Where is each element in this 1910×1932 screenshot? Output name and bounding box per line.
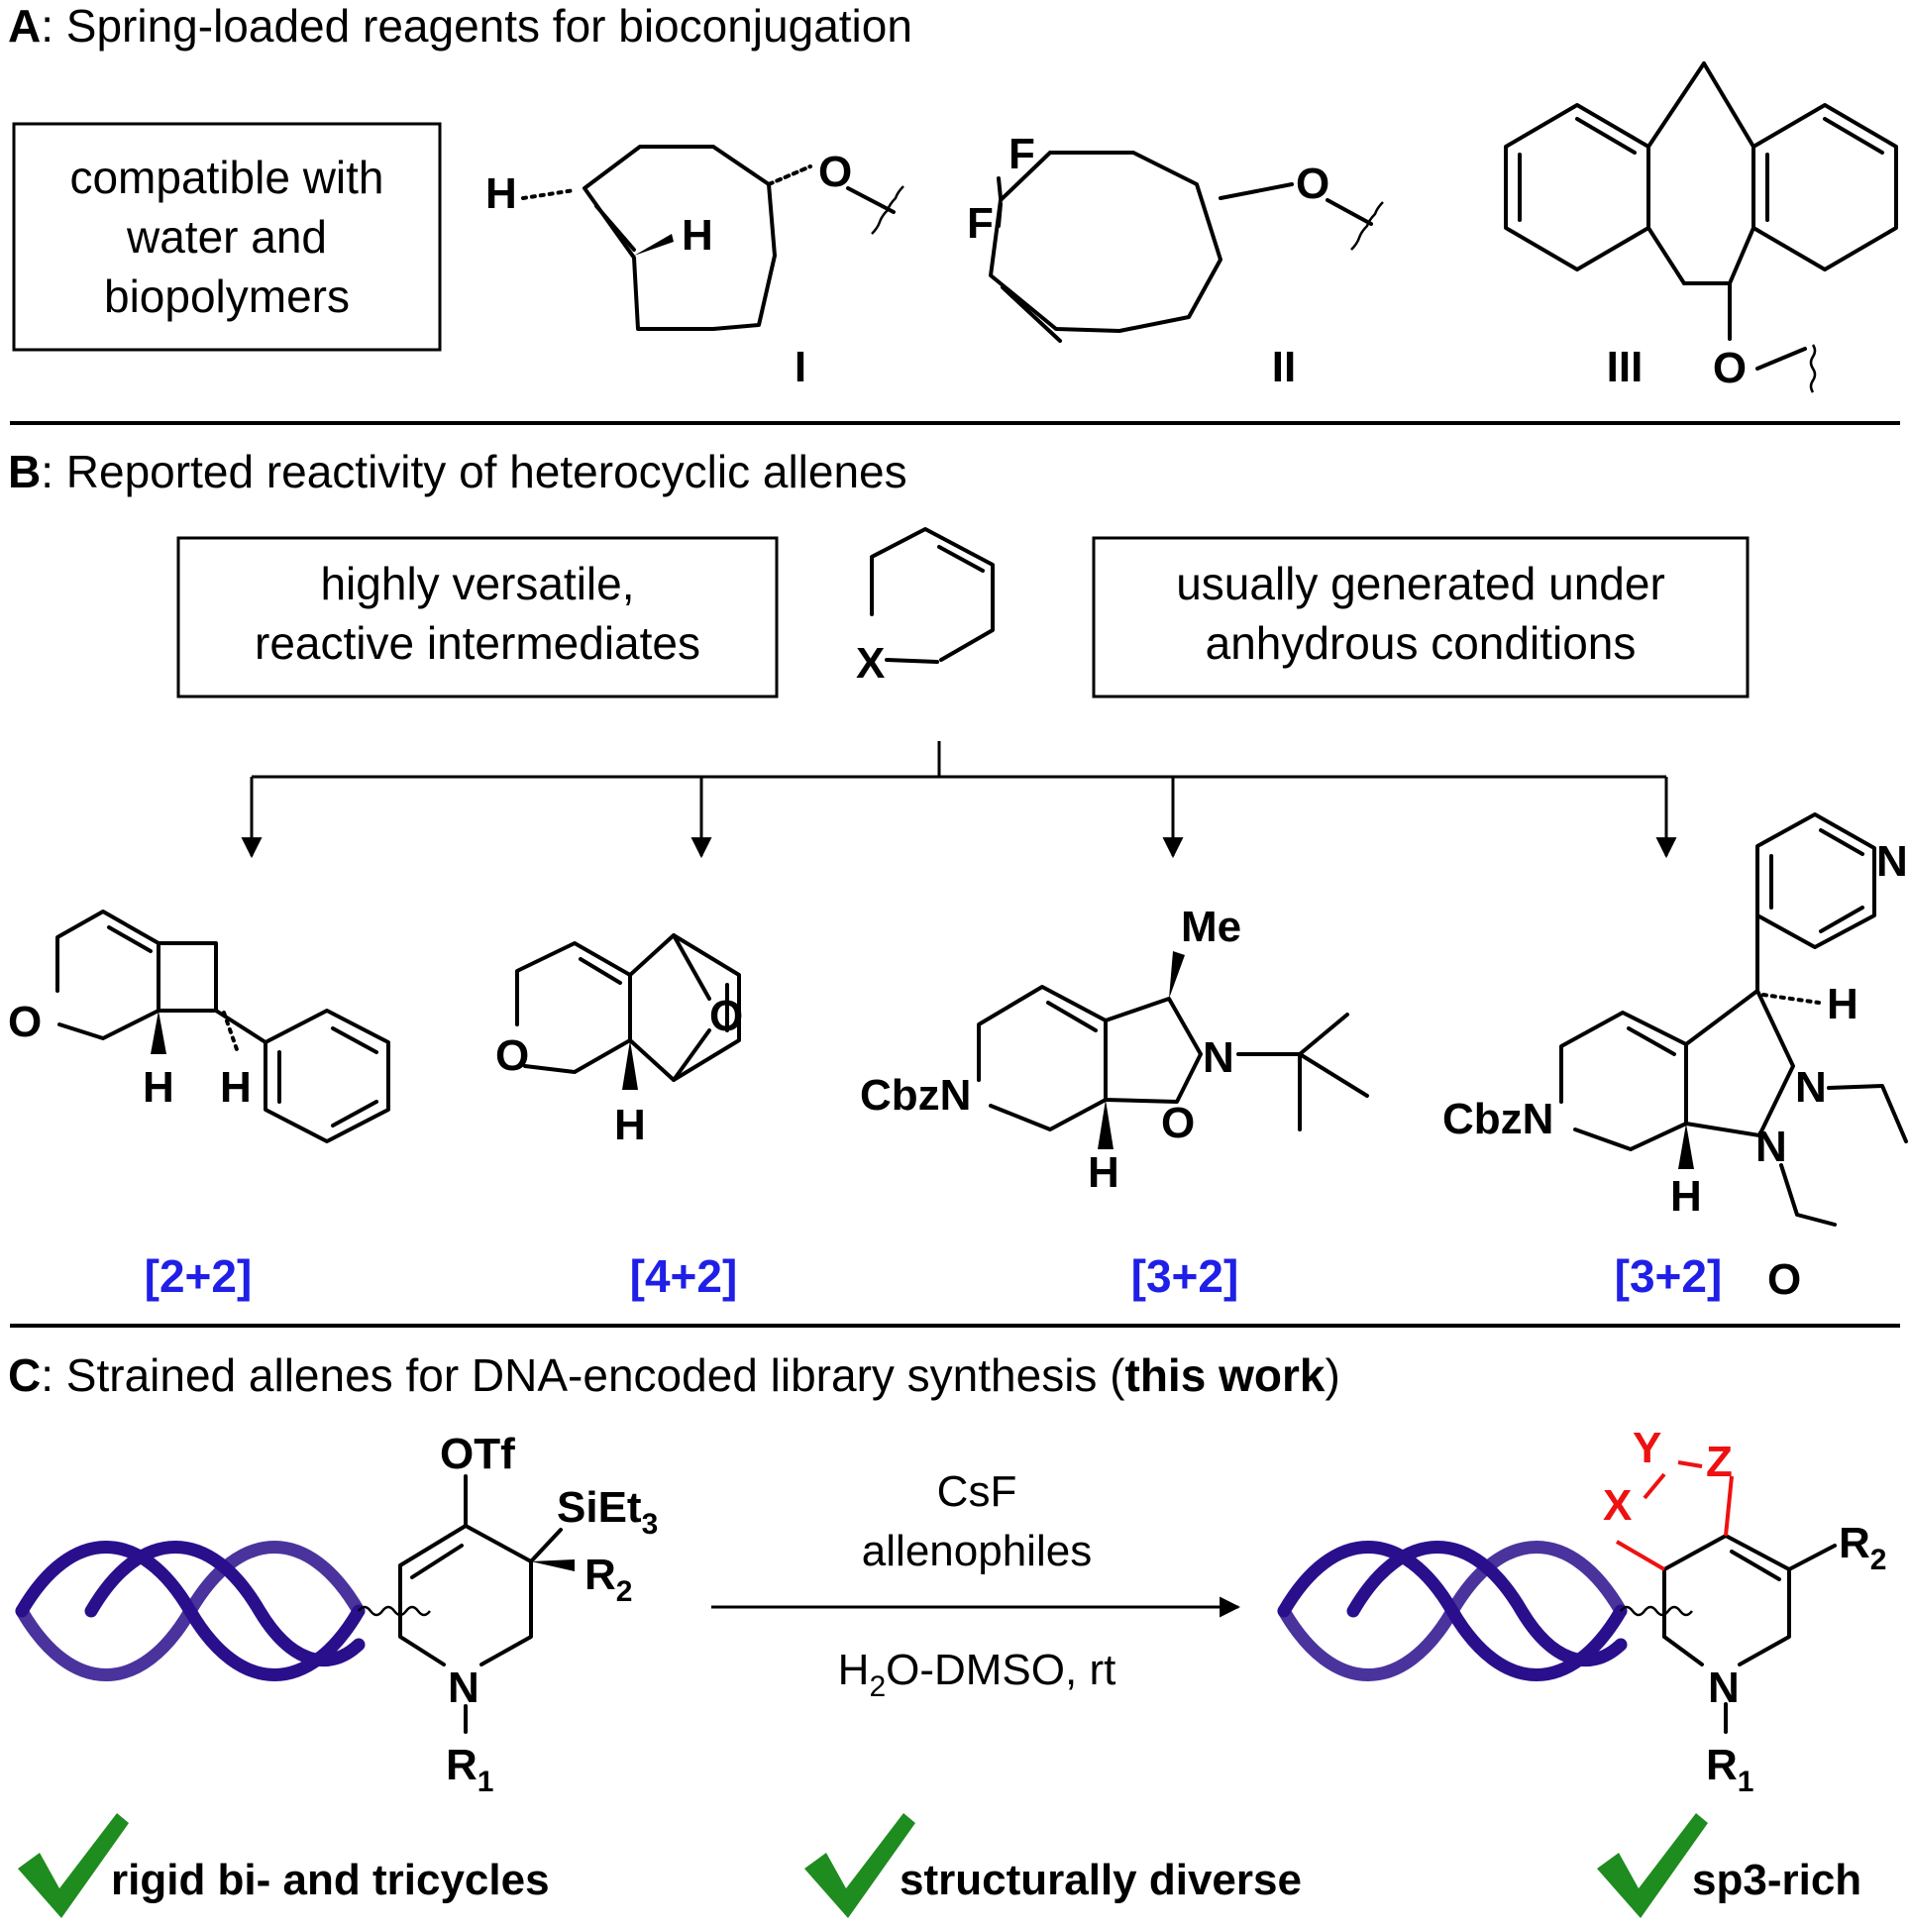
atom-h: H — [682, 211, 713, 260]
panel-a-title: A: Spring-loaded reagents for bioconjuga… — [8, 0, 912, 52]
starting-material-structure: OTf SiEt3 R2 N R1 — [358, 1430, 658, 1798]
checkmark-icon — [804, 1813, 915, 1918]
feature-diverse: structurally diverse — [900, 1856, 1302, 1904]
atom-h: H — [614, 1101, 646, 1149]
compound-i-structure: H H O I — [485, 145, 904, 391]
atom-n: N — [1876, 837, 1908, 886]
atom-n: N — [1795, 1063, 1827, 1112]
feature-rigid: rigid bi- and tricycles — [111, 1856, 550, 1904]
checkmark-icon — [18, 1813, 129, 1918]
compound-label-i: I — [795, 343, 806, 391]
cycloaddition-label: [3+2] — [1615, 1250, 1723, 1302]
reagent-csf: CsF — [937, 1467, 1017, 1516]
atom-n: N — [1203, 1033, 1234, 1082]
product-structure: X Y Z R2 N R1 — [1603, 1424, 1886, 1798]
atom-h: H — [1670, 1172, 1702, 1221]
atom-h: H — [1827, 980, 1858, 1028]
right-box-line-2: anhydrous conditions — [1206, 617, 1637, 669]
r1-label: R1 — [446, 1741, 493, 1798]
siet3-label: SiEt3 — [557, 1483, 658, 1541]
methyl-label: Me — [1181, 903, 1241, 951]
product-3-2a-structure: Me N O CbzN H [3+2] — [860, 903, 1369, 1302]
atom-f: F — [1008, 130, 1035, 178]
box-line-1: compatible with — [69, 152, 383, 203]
atom-h: H — [485, 169, 517, 218]
box-line-2: water and — [126, 211, 327, 263]
feature-list: rigid bi- and tricycles structurally div… — [18, 1813, 1861, 1918]
dna-helix-icon — [15, 1541, 366, 1681]
cycloaddition-label: [4+2] — [630, 1250, 738, 1302]
panel-c-title: C: Strained allenes for DNA-encoded libr… — [8, 1349, 1340, 1401]
atom-o: O — [1767, 1255, 1801, 1304]
atom-o: O — [709, 992, 743, 1040]
panel-a-note-box: compatible with water and biopolymers — [12, 122, 442, 352]
atom-h: H — [1088, 1148, 1119, 1197]
r2-label: R2 — [584, 1551, 632, 1608]
atom-f: F — [967, 199, 994, 248]
atom-y: Y — [1633, 1424, 1661, 1472]
product-2-2-structure: O H H [2+2] — [8, 910, 390, 1302]
compound-iii-structure: O III — [1504, 61, 1898, 393]
atom-x: X — [1603, 1481, 1632, 1530]
cbzn-label: CbzN — [860, 1071, 971, 1120]
r2-label: R2 — [1839, 1519, 1886, 1576]
reaction-conditions: H2O-DMSO, rt — [838, 1646, 1116, 1703]
compound-label-iii: III — [1607, 343, 1644, 391]
atom-o: O — [1161, 1099, 1195, 1147]
allene-core-structure: X — [856, 527, 995, 688]
compound-label-ii: II — [1272, 343, 1296, 391]
reaction-arrow: CsF allenophiles H2O-DMSO, rt — [711, 1467, 1241, 1703]
cbzn-label: CbzN — [1442, 1095, 1553, 1143]
atom-h: H — [143, 1063, 174, 1112]
panel-c: C: Strained allenes for DNA-encoded libr… — [8, 1349, 1886, 1918]
atom-o: O — [8, 998, 42, 1046]
atom-o: O — [1713, 344, 1747, 392]
r1-label: R1 — [1706, 1741, 1753, 1798]
left-box-line-2: reactive intermediates — [255, 617, 700, 669]
atom-h: H — [220, 1063, 252, 1112]
atom-o: O — [1296, 160, 1329, 208]
right-box-line-1: usually generated under — [1176, 558, 1665, 609]
product-4-2-structure: O O H [4+2] — [495, 933, 743, 1302]
atom-n: N — [1755, 1123, 1787, 1171]
panel-b-left-box: highly versatile, reactive intermediates — [176, 536, 779, 698]
atom-o: O — [495, 1031, 529, 1080]
branching-arrows — [241, 741, 1677, 859]
panel-b: B: Reported reactivity of heterocyclic a… — [8, 446, 1908, 1328]
feature-sp3: sp3-rich — [1692, 1856, 1861, 1904]
cycloaddition-label: [2+2] — [145, 1250, 253, 1302]
otf-label: OTf — [440, 1430, 515, 1478]
cycloaddition-label: [3+2] — [1131, 1250, 1239, 1302]
checkmark-icon — [1597, 1813, 1708, 1918]
box-line-3: biopolymers — [104, 270, 350, 322]
left-box-line-1: highly versatile, — [320, 558, 634, 609]
product-3-2b-structure: N H N N CbzN H O [3+2] — [1442, 812, 1908, 1304]
panel-b-title: B: Reported reactivity of heterocyclic a… — [8, 446, 907, 497]
dna-helix-icon — [1277, 1541, 1628, 1681]
atom-z: Z — [1706, 1438, 1733, 1486]
panel-b-right-box: usually generated under anhydrous condit… — [1092, 536, 1750, 698]
panel-a: A: Spring-loaded reagents for bioconjuga… — [8, 0, 1900, 425]
atom-n: N — [448, 1664, 479, 1712]
atom-n: N — [1708, 1664, 1740, 1712]
compound-ii-structure: F F O II — [967, 130, 1384, 391]
atom-x: X — [856, 639, 885, 688]
reagent-allenophiles: allenophiles — [862, 1527, 1092, 1575]
